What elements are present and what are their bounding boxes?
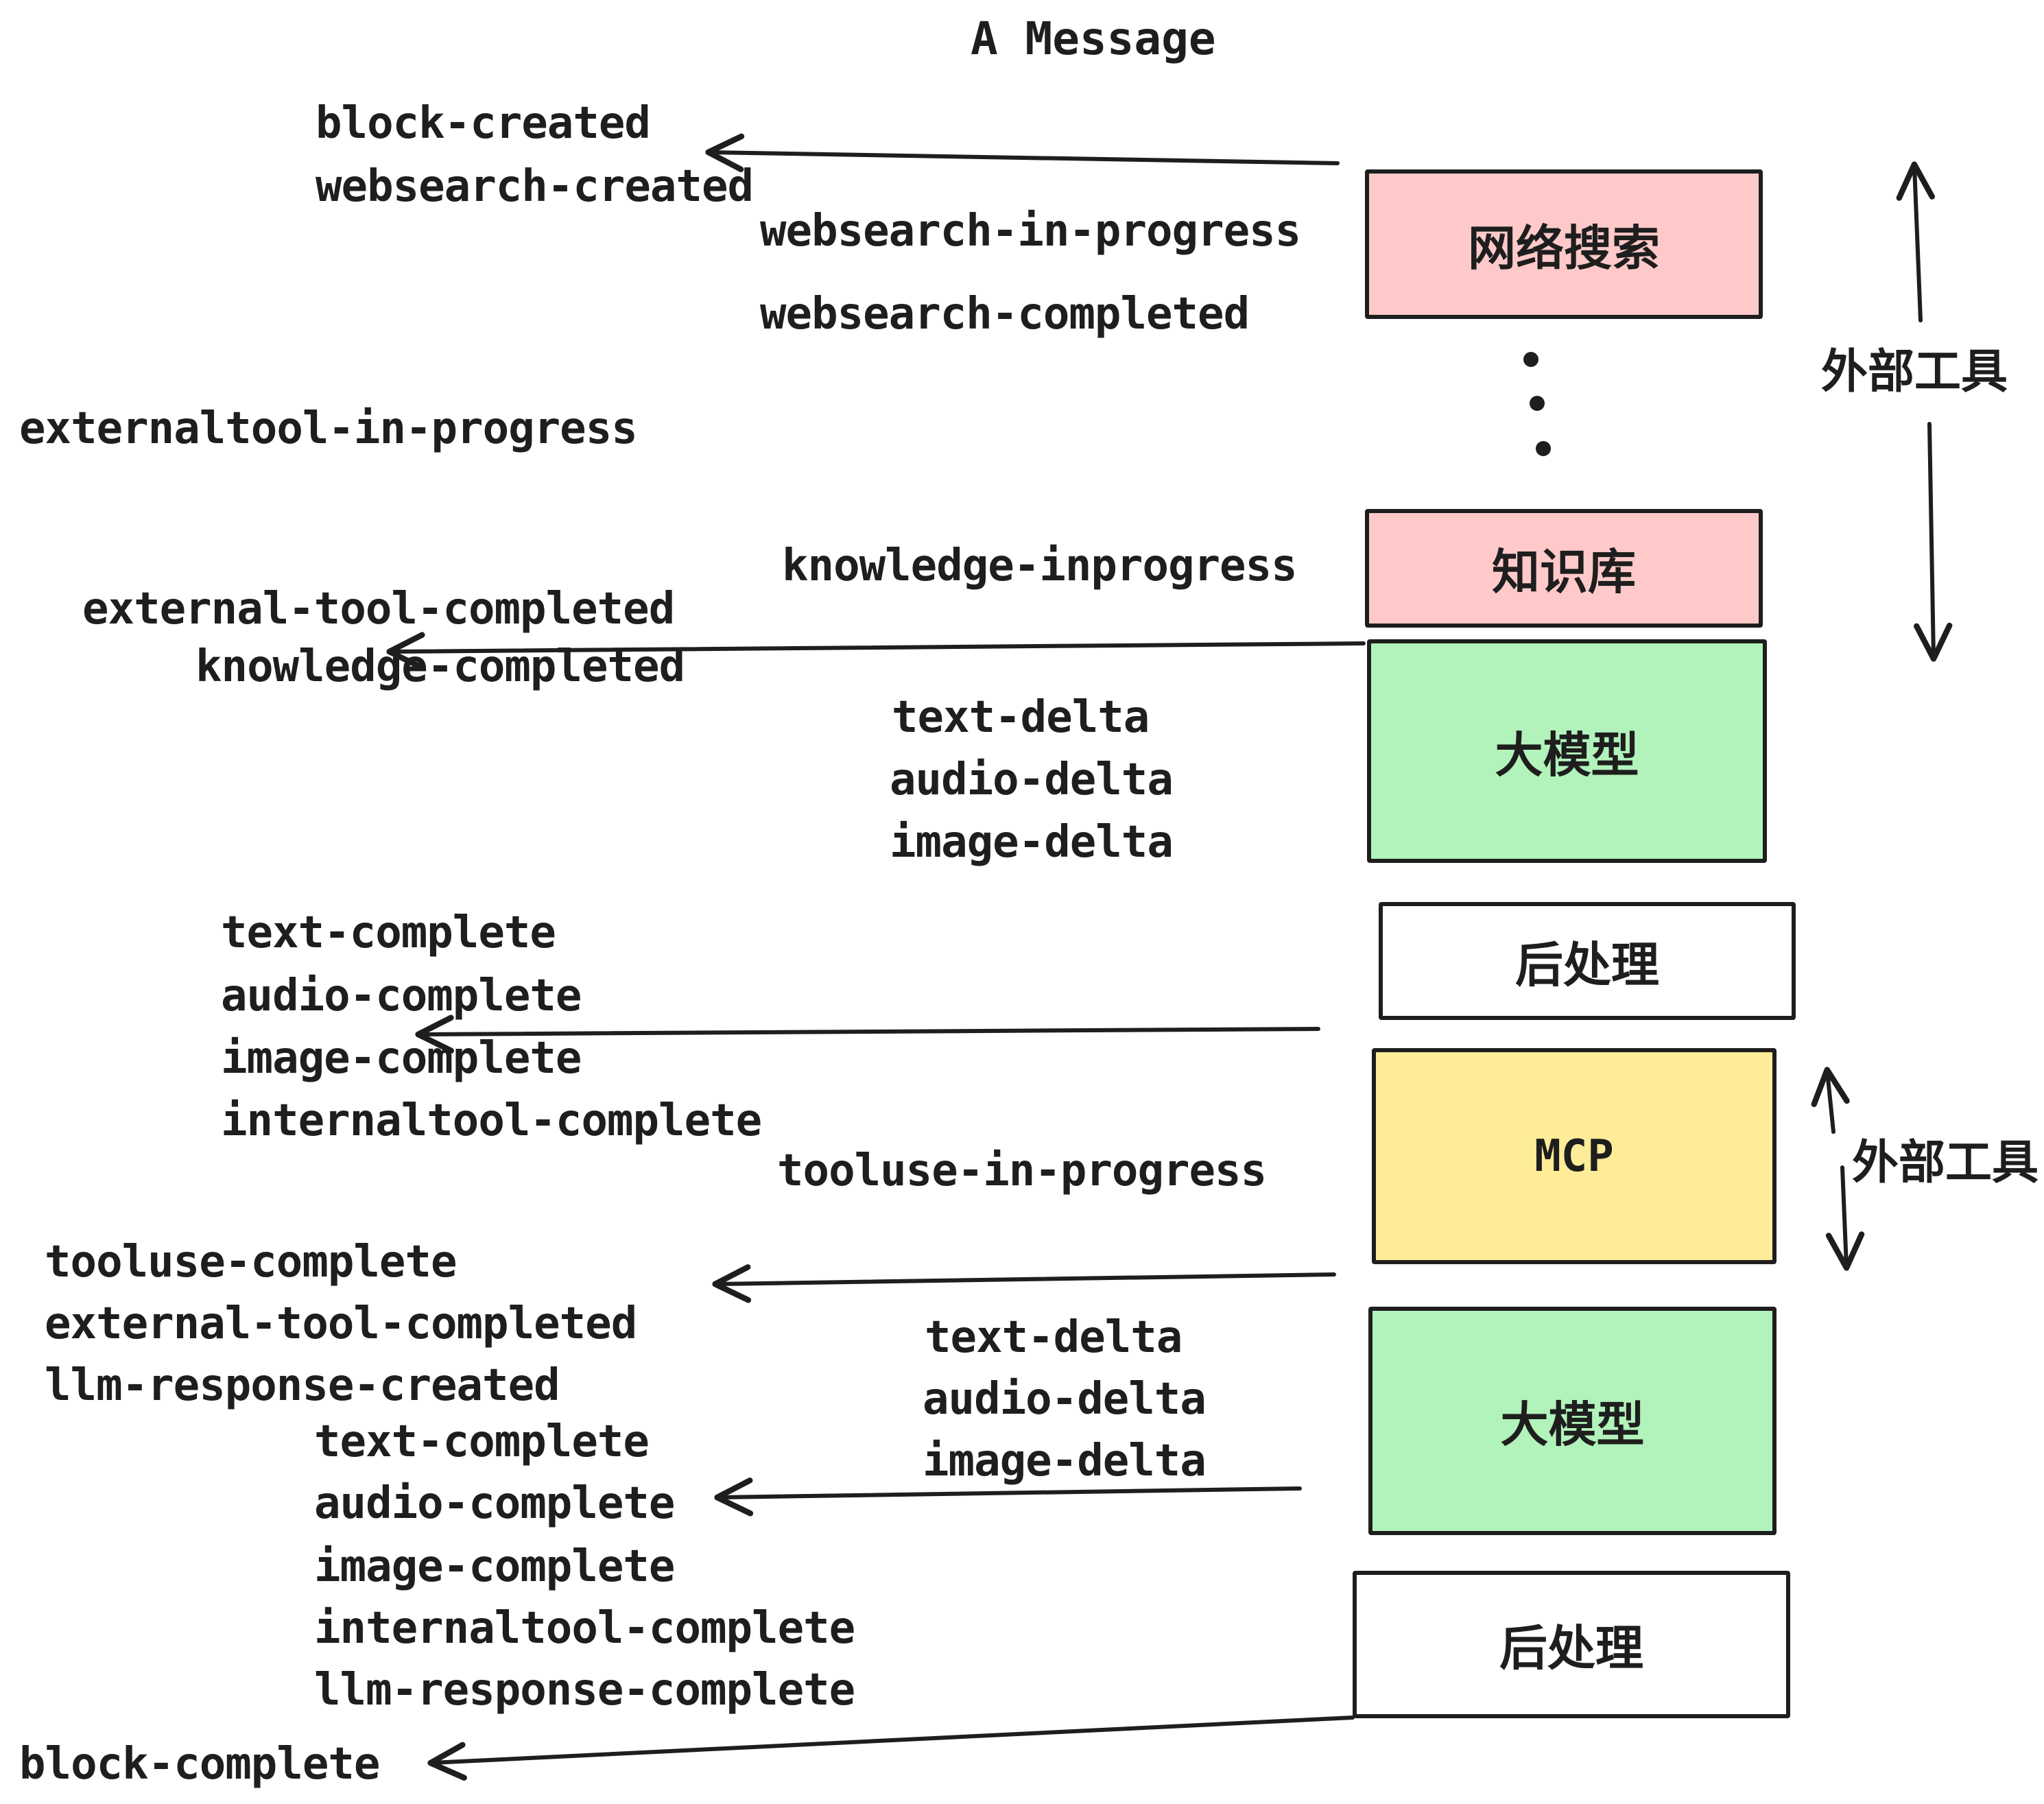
event-label-websearch-created: websearch-created: [316, 161, 754, 212]
box-post-1: 后处理: [1379, 902, 1796, 1020]
event-label-text-complete-1: text-complete: [221, 907, 556, 958]
arrow-external-tools-1-up: [1896, 161, 1936, 322]
arrow-external-tools-2-up: [1811, 1067, 1850, 1134]
event-label-audio-complete-2: audio-complete: [314, 1478, 675, 1529]
box-websearch-label: 网络搜索: [1468, 219, 1660, 276]
event-label-internaltool-complete-2: internaltool-complete: [314, 1603, 855, 1654]
box-llm-1-label: 大模型: [1495, 726, 1639, 783]
annotation-external-tools-2: 外部工具: [1852, 1136, 2039, 1190]
event-label-knowledge-inprogress: knowledge-inprogress: [782, 541, 1298, 591]
box-knowledge-label: 知识库: [1492, 544, 1636, 600]
event-label-block-created: block-created: [316, 98, 651, 149]
event-label-llm-response-complete: llm-response-complete: [314, 1665, 855, 1716]
event-label-image-delta-1: image-delta: [890, 817, 1174, 868]
box-mcp-label: MCP: [1534, 1130, 1614, 1182]
ellipsis-dots: [1523, 352, 1551, 456]
event-label-image-complete-2: image-complete: [314, 1541, 675, 1592]
annotation-external-tools-1: 外部工具: [1821, 345, 2008, 399]
event-label-websearch-in-progress: websearch-in-progress: [760, 206, 1301, 257]
ellipsis-dot: [1536, 441, 1551, 456]
box-llm-2-label: 大模型: [1500, 1397, 1645, 1453]
event-label-tooluse-complete: tooluse-complete: [45, 1237, 457, 1287]
event-label-knowledge-completed: knowledge-completed: [195, 641, 685, 692]
event-label-tooluse-in-progress: tooluse-in-progress: [777, 1146, 1267, 1196]
event-label-external-tool-completed-2: external-tool-completed: [45, 1298, 637, 1349]
event-label-websearch-completed: websearch-completed: [760, 289, 1250, 340]
event-label-internaltool-complete-1: internaltool-complete: [221, 1095, 762, 1146]
box-post-1-label: 后处理: [1515, 936, 1659, 993]
arrow-post2-to-block-complete: [427, 1716, 1355, 1781]
event-label-audio-delta-2: audio-delta: [923, 1374, 1207, 1425]
event-label-audio-complete-1: audio-complete: [221, 971, 582, 1021]
event-label-image-complete-1: image-complete: [221, 1033, 582, 1084]
arrow-websearch-to-block-created: [705, 133, 1340, 172]
event-label-image-delta-2: image-delta: [923, 1436, 1207, 1486]
arrow-mcp-to-tooluse-complete: [712, 1264, 1336, 1303]
event-label-llm-response-created: llm-response-created: [45, 1360, 560, 1411]
diagram-title: A Message: [971, 12, 1216, 65]
box-knowledge: 知识库: [1365, 509, 1763, 628]
event-label-external-tool-completed-1: external-tool-completed: [82, 584, 675, 634]
arrow-external-tools-2-down: [1825, 1165, 1865, 1271]
box-mcp: MCP: [1372, 1048, 1776, 1264]
box-post-2-label: 后处理: [1499, 1620, 1643, 1676]
event-label-text-delta-1: text-delta: [892, 692, 1150, 743]
box-llm-1: 大模型: [1367, 639, 1767, 863]
event-label-externaltool-in-progress: externaltool-in-progress: [19, 403, 638, 454]
event-label-block-complete: block-complete: [19, 1739, 380, 1790]
arrow-external-tools-1-down: [1913, 422, 1953, 662]
ellipsis-dot: [1523, 352, 1538, 367]
event-label-text-delta-2: text-delta: [925, 1312, 1183, 1363]
box-llm-2: 大模型: [1368, 1307, 1776, 1535]
box-websearch: 网络搜索: [1365, 169, 1763, 319]
event-label-audio-delta-1: audio-delta: [890, 755, 1174, 805]
event-label-text-complete-2: text-complete: [314, 1416, 650, 1467]
box-post-2: 后处理: [1353, 1571, 1790, 1718]
ellipsis-dot: [1530, 396, 1545, 411]
